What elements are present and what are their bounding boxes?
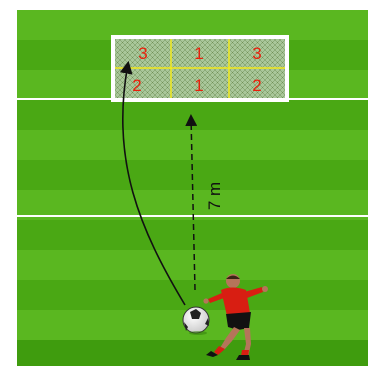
- goal-zone-grid: [115, 39, 285, 98]
- zone-bottom-right: 2: [252, 76, 261, 95]
- player: [203, 274, 268, 360]
- ball: [182, 306, 210, 335]
- zone-bottom-center: 1: [194, 76, 203, 95]
- curved-shot-arrow: [119, 60, 186, 306]
- zone-top-right: 3: [252, 44, 261, 63]
- goal: 3 1 3 2 1 2: [111, 35, 289, 102]
- distance-label: 7 m: [205, 182, 224, 210]
- zone-top-center: 1: [194, 44, 203, 63]
- zone-top-left: 3: [138, 44, 147, 63]
- zone-bottom-left: 2: [132, 76, 141, 95]
- straight-shot-arrow: [185, 114, 198, 291]
